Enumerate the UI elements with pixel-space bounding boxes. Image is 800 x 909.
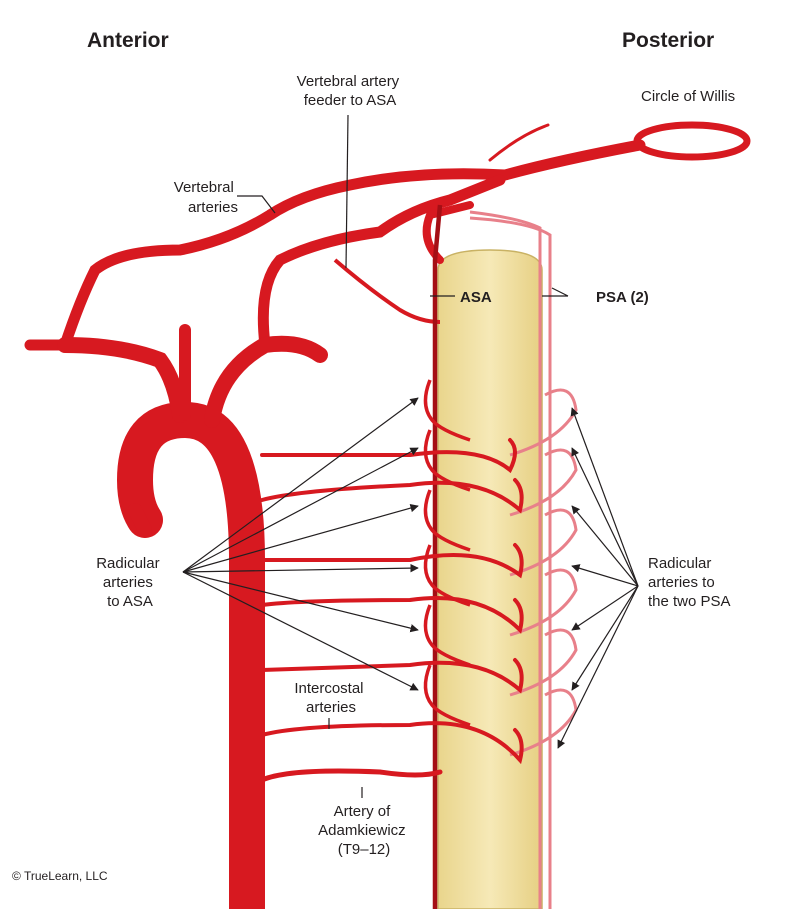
psa-label: PSA (2): [596, 289, 649, 306]
intercostal-label: Intercostal arteries: [294, 680, 367, 716]
circle-of-willis-label: Circle of Willis: [641, 88, 735, 105]
posterior-header: Posterior: [622, 29, 714, 52]
spinal-cord: [437, 249, 543, 909]
radicular-psa-label: Radicular arteries to the two PSA: [648, 555, 731, 610]
label-leaders: [237, 114, 569, 798]
vertebral-feeder-to-asa: [333, 258, 441, 324]
vertebral-feeder-label: Vertebral artery feeder to ASA: [297, 73, 404, 109]
anterior-spinal-artery: [432, 204, 443, 909]
vertebral-arteries-label: Vertebral arteries: [174, 179, 238, 216]
asa-radicular-leaders: [182, 397, 419, 691]
posterior-spinal-arteries: [469, 210, 552, 909]
aortic-arch: [57, 324, 328, 909]
radicular-asa-label: Radicular arteries to ASA: [96, 555, 164, 610]
asa-label: ASA: [460, 289, 492, 306]
copyright: © TrueLearn, LLC: [12, 869, 108, 883]
adamkiewicz-label: Artery of Adamkiewicz (T9–12): [318, 803, 410, 858]
anterior-header: Anterior: [87, 29, 169, 52]
psa-radicular-leaders: [557, 407, 639, 749]
asa-radicular-loops: [423, 379, 471, 727]
vertebral-arteries: [24, 121, 751, 351]
intercostal-arteries: [259, 438, 524, 783]
